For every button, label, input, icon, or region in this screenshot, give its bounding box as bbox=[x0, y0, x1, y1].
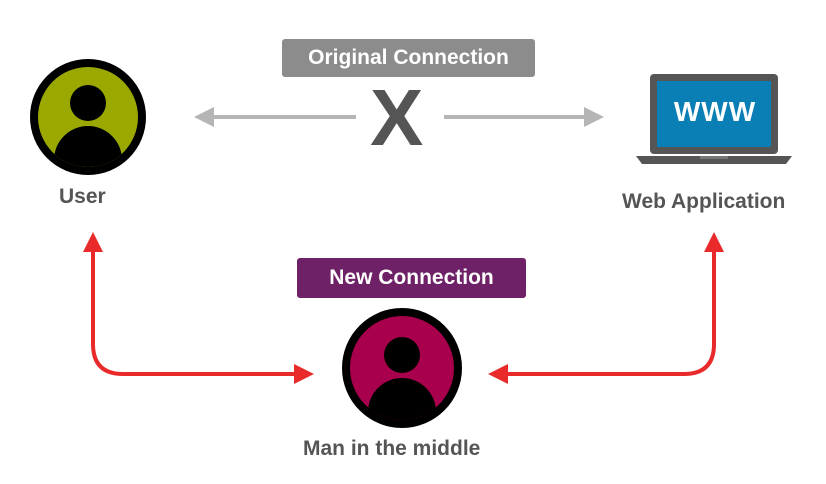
user-avatar-icon bbox=[30, 59, 146, 175]
attacker-avatar-icon bbox=[342, 308, 462, 428]
man-in-the-middle-label: Man in the middle bbox=[303, 437, 481, 460]
web-application-label: Web Application bbox=[622, 190, 786, 213]
laptop-screen-text: WWW bbox=[673, 96, 757, 127]
mitm-to-webapp-arrow bbox=[488, 232, 724, 384]
mitm-to-user-arrow bbox=[83, 232, 314, 384]
laptop-icon bbox=[636, 74, 792, 164]
original-connection-badge: Original Connection bbox=[282, 39, 535, 77]
new-connection-badge: New Connection bbox=[297, 258, 526, 298]
user-label: User bbox=[59, 185, 106, 208]
broken-connection-x-icon: X bbox=[370, 73, 424, 162]
